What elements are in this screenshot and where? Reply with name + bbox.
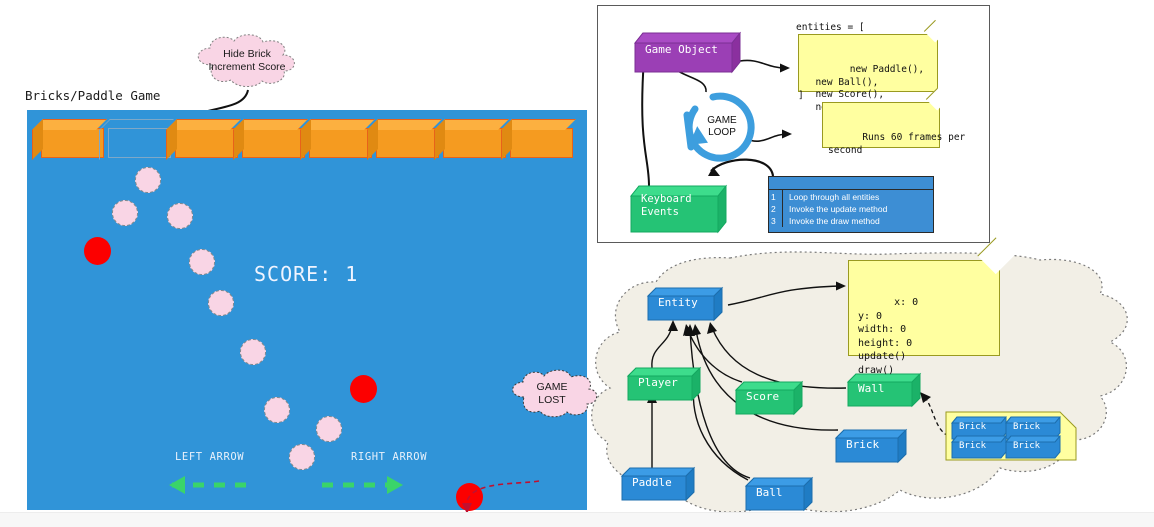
entities-code-head: entities = [ (796, 22, 865, 33)
keyboard-events-node[interactable]: Keyboard Events (629, 184, 728, 234)
arrow-direction-indicators (169, 476, 403, 494)
fps-note: Runs 60 frames per second (822, 87, 965, 156)
brick-2[interactable] (175, 128, 238, 158)
ball-trail-7 (316, 416, 342, 442)
brick-0[interactable] (41, 128, 104, 158)
wall-brick-0-label: Brick (959, 421, 987, 432)
brick-6[interactable] (443, 128, 506, 158)
class-node-paddle[interactable]: Paddle (620, 466, 696, 502)
cloud-hide-brick-line1: Hide Brick (223, 47, 271, 60)
class-node-wall-label: Wall (858, 381, 885, 395)
loop-table-rows: 1 2 3 Loop through all entities Invoke t… (769, 190, 933, 227)
loop-step-text-3: Invoke the draw method (789, 216, 880, 226)
entities-code-note: new Paddle(), new Ball(), new Score(), n… (798, 19, 947, 113)
brick-3[interactable] (242, 128, 305, 158)
brick-row (41, 120, 573, 164)
loop-step-num-2: 2 (771, 204, 776, 214)
loop-table-header (769, 177, 933, 190)
wall-brick-3[interactable]: Brick (1004, 435, 1062, 459)
cloud-hide-brick: Hide Brick Increment Score (188, 34, 306, 87)
wall-brick-2[interactable]: Brick (950, 435, 1008, 459)
loop-step-num-1: 1 (771, 192, 776, 202)
class-node-player[interactable]: Player (626, 366, 702, 402)
class-node-ball[interactable]: Ball (744, 476, 814, 512)
cloud-shape-hide-brick (197, 34, 295, 87)
game-object-label: Game Object (645, 43, 718, 56)
game-loop-steps-table: 1 2 3 Loop through all entities Invoke t… (768, 176, 934, 233)
architecture-panel: Game Object Keyboard Events GAME LOOP (597, 5, 990, 243)
left-arrow-label: LEFT ARROW (175, 451, 245, 463)
class-node-ball-label: Ball (756, 485, 783, 499)
cloud-game-lost: GAME LOST (506, 369, 598, 419)
loop-table-number-column: 1 2 3 (769, 190, 783, 227)
game-loop-line2: LOOP (708, 127, 736, 138)
fps-note-text: Runs 60 frames per second (828, 132, 966, 156)
game-canvas[interactable]: SCORE: 1 LEFT ARROW RIGHT ARROW (27, 110, 587, 514)
cloud-game-lost-line2: LOST (538, 394, 566, 406)
ball-trail-1 (112, 200, 138, 226)
page-bottom-strip (0, 512, 1154, 527)
entities-code-tail: ] (798, 90, 804, 101)
ball-trail-8 (289, 444, 315, 470)
ball-red-2 (456, 483, 483, 511)
brick-7[interactable] (510, 128, 573, 158)
class-node-player-label: Player (638, 375, 678, 389)
brick-1-hidden[interactable] (108, 128, 171, 158)
wall-brick-1[interactable]: Brick (1004, 416, 1062, 440)
loop-table-text-column: Loop through all entities Invoke the upd… (783, 190, 887, 227)
game-loop-line1: GAME (707, 115, 737, 126)
class-node-score-label: Score (746, 389, 780, 403)
wall-brick-0[interactable]: Brick (950, 416, 1008, 440)
cloud-hide-brick-line2: Increment Score (208, 61, 286, 73)
wall-brick-2-label: Brick (959, 440, 987, 451)
ball-red-0 (84, 237, 111, 265)
loop-step-text-2: Invoke the update method (789, 204, 888, 214)
ball-trail-2 (167, 203, 193, 229)
entity-members-note: x: 0 y: 0 width: 0 height: 0 update() dr… (848, 237, 1015, 376)
score-display: SCORE: 1 (254, 262, 359, 286)
ball-trail-6 (264, 397, 290, 423)
class-diagram-panel: Entity Player Paddle (590, 237, 1154, 527)
right-arrow-label: RIGHT ARROW (351, 451, 428, 463)
game-title: Bricks/Paddle Game (25, 88, 161, 103)
class-node-entity[interactable]: Entity (646, 286, 724, 322)
note-fold-corner (923, 19, 947, 43)
entity-members-text: x: 0 y: 0 width: 0 height: 0 update() dr… (858, 297, 919, 376)
class-node-brick-label: Brick (846, 437, 880, 451)
class-node-score[interactable]: Score (734, 380, 804, 416)
ball-trail-5 (240, 339, 266, 365)
class-node-entity-label: Entity (658, 295, 698, 309)
brick-5[interactable] (376, 128, 439, 158)
game-object-node[interactable]: Game Object (633, 31, 742, 74)
ball-red-1 (350, 375, 377, 403)
cloud-shape-game-lost (512, 369, 598, 418)
brick-4[interactable] (309, 128, 372, 158)
wall-brick-group: Brick Brick Brick (945, 411, 1077, 461)
wall-brick-3-label: Brick (1013, 440, 1041, 451)
class-node-brick[interactable]: Brick (834, 428, 908, 464)
wall-brick-1-label: Brick (1013, 421, 1041, 432)
ball-trail-3 (189, 249, 215, 275)
ball-trail-4 (208, 290, 234, 316)
cloud-game-lost-line1: GAME (536, 380, 568, 393)
loop-step-num-3: 3 (771, 216, 776, 226)
game-loop-node: GAME LOOP (675, 91, 755, 169)
class-node-paddle-label: Paddle (632, 475, 672, 489)
ball-trail-0 (135, 167, 161, 193)
keyboard-events-label: Keyboard Events (641, 192, 692, 218)
loop-step-text-1: Loop through all entities (789, 192, 880, 202)
